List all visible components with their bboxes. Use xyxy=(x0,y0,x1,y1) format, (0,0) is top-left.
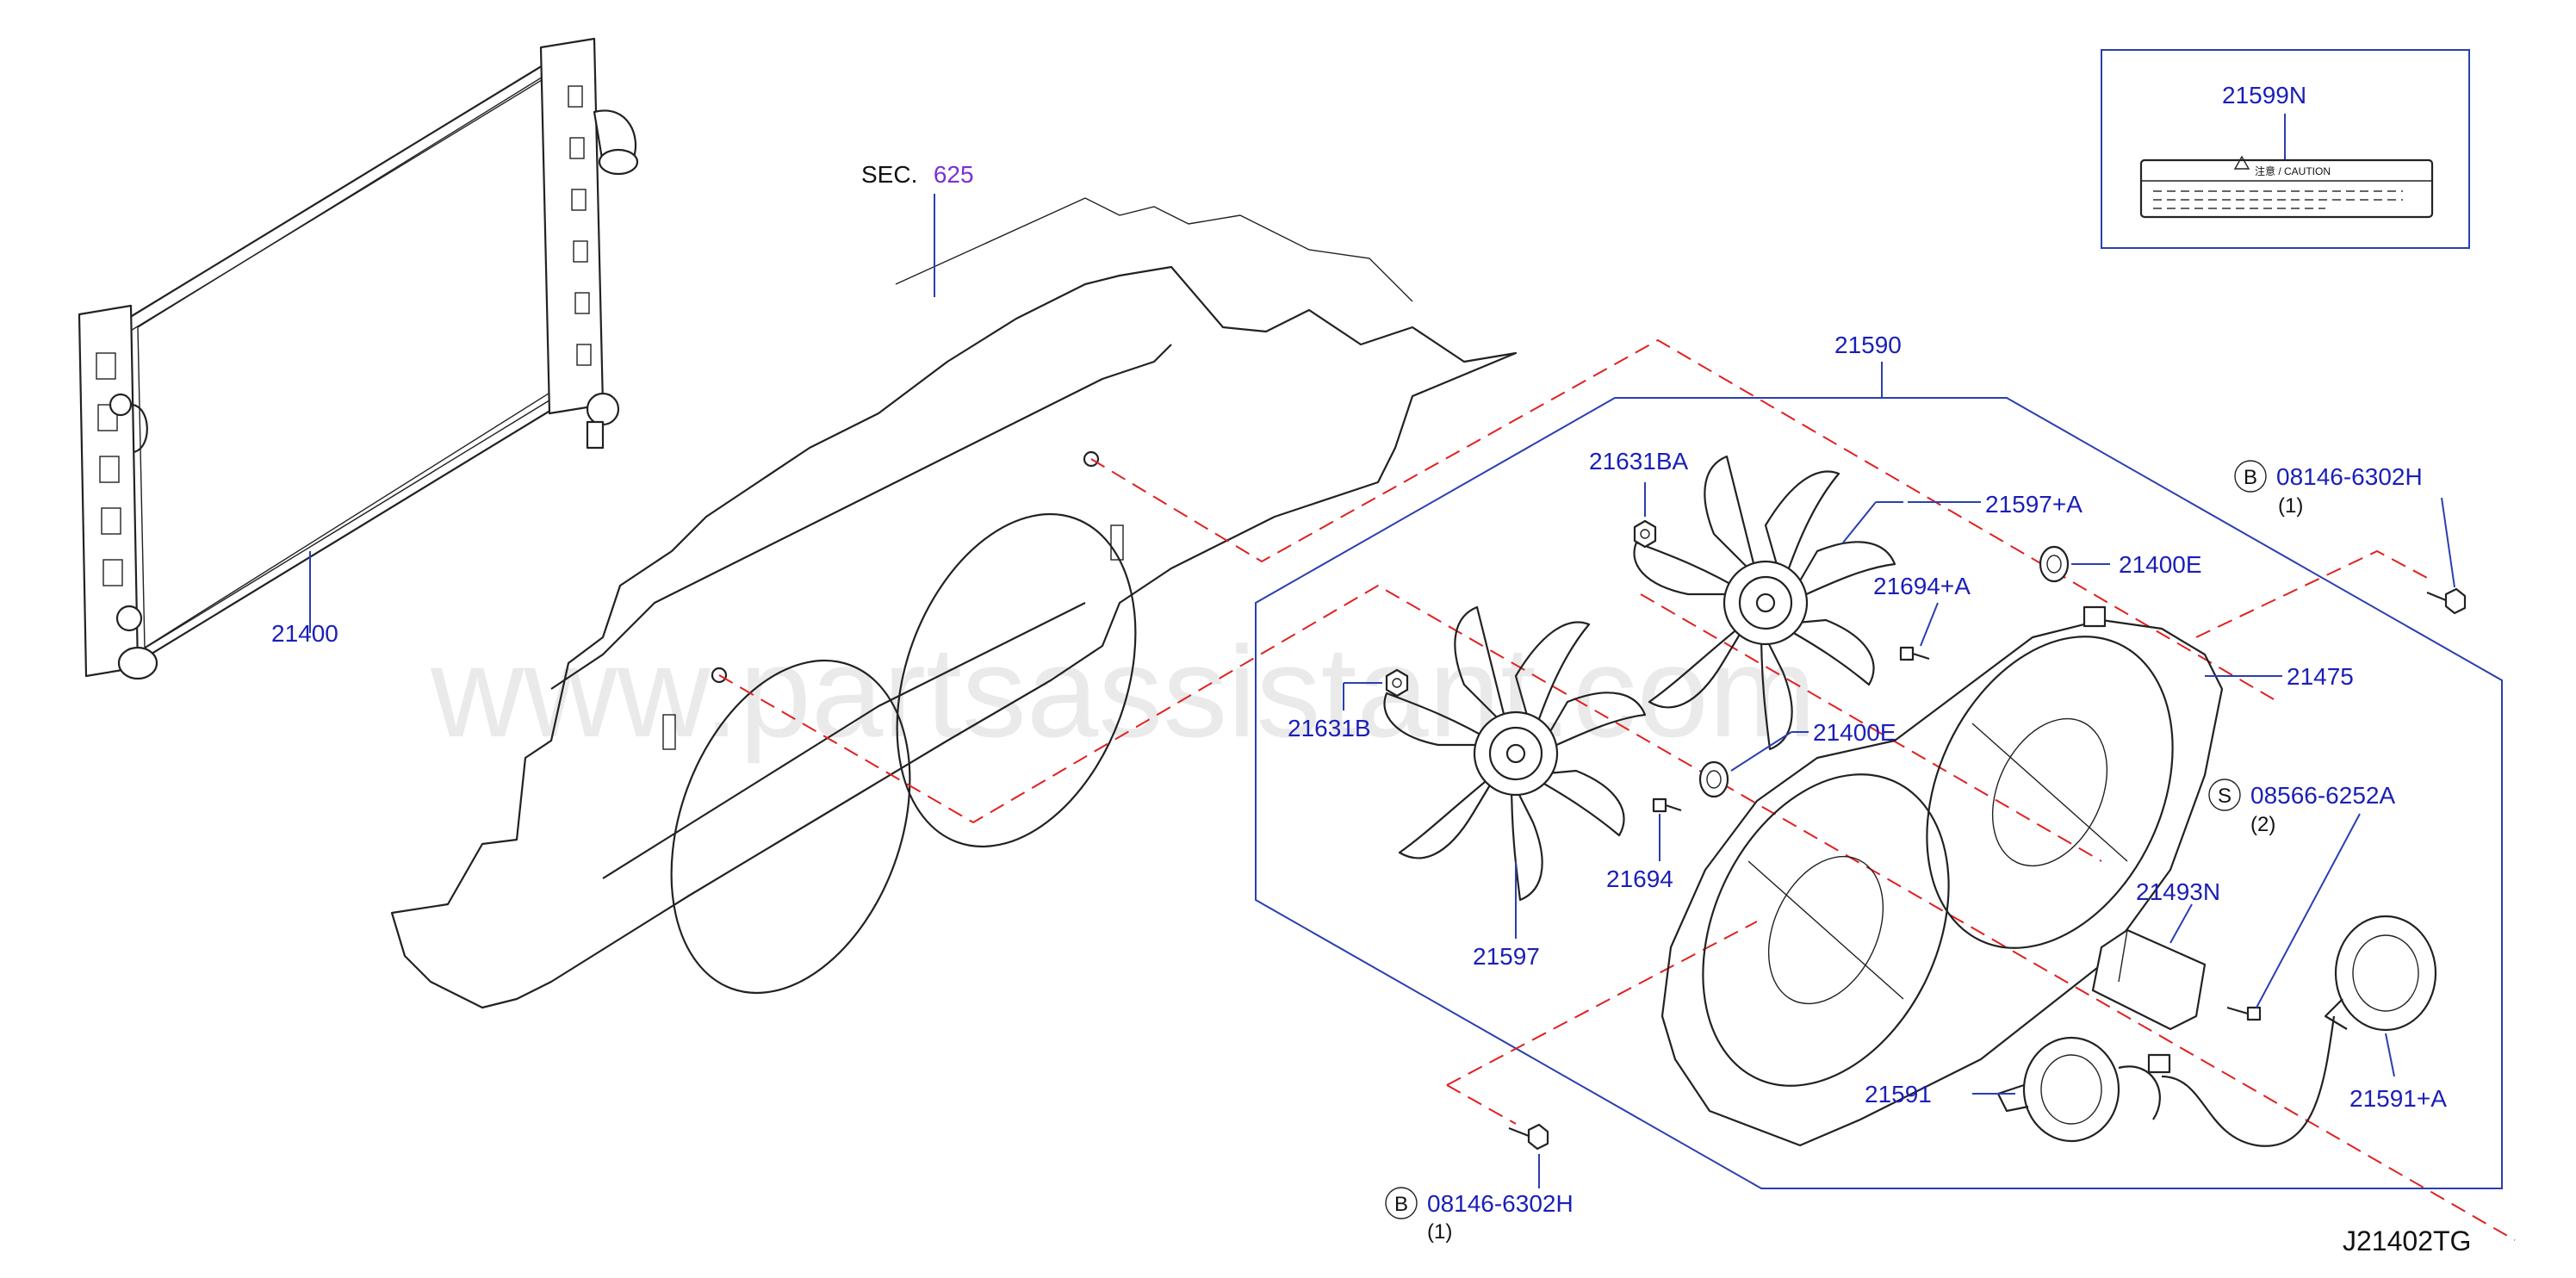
callout-08566-6252A: 08566-6252A xyxy=(2250,782,2395,809)
section-prefix: SEC. xyxy=(861,161,917,188)
callout-21590[interactable]: 21590 xyxy=(1834,332,1902,358)
fan-motor-drawing xyxy=(1996,1036,2161,1143)
radiator-core-support-drawing xyxy=(390,197,1518,1009)
callout-21493N[interactable]: 21493N xyxy=(2136,878,2220,905)
fan-assembly-frame xyxy=(1255,397,2503,1189)
screw-drawing xyxy=(2226,1006,2262,1021)
nut-lower-drawing xyxy=(1385,668,1409,698)
resistor-drawing xyxy=(2091,928,2207,1031)
callout-21694[interactable]: 21694 xyxy=(1606,865,1673,892)
fastener-badge: B xyxy=(2244,466,2257,489)
nut-upper-drawing xyxy=(1633,519,1657,549)
badge-circle xyxy=(1385,1187,1418,1219)
watermark-text: www.partsassistant.com xyxy=(430,619,1816,764)
bolt-b-upper-drawing xyxy=(2426,587,2467,615)
section-number: 625 xyxy=(934,161,974,188)
caution-label-sticker: 注意 / CAUTION xyxy=(2139,155,2434,219)
callout-21597-plus-A[interactable]: 21597+A xyxy=(1985,491,2083,518)
callout-21631BA[interactable]: 21631BA xyxy=(1589,448,1689,475)
radiator-drawing xyxy=(78,37,639,680)
callout-21631B[interactable]: 21631B xyxy=(1288,715,1371,741)
fastener-lower-b[interactable]: B 08146-6302H (1) xyxy=(1385,1187,1574,1244)
caution-label-box xyxy=(2101,49,2470,249)
fan-blade-lower-drawing xyxy=(1383,605,1647,902)
callout-21400[interactable]: 21400 xyxy=(271,620,338,647)
fastener-badge: S xyxy=(2218,785,2231,808)
bolt-lower-drawing xyxy=(1652,797,1682,813)
badge-circle xyxy=(2234,460,2267,493)
diagram-code: J21402TG xyxy=(2343,1225,2471,1256)
fastener-qty: (2) xyxy=(2250,813,2275,836)
bolt-b-lower-drawing xyxy=(1508,1123,1549,1151)
callout-21694-plus-A[interactable]: 21694+A xyxy=(1873,573,1971,599)
grommet-middle-drawing xyxy=(1698,760,1729,798)
fastener-screw-s[interactable]: S 08566-6252A (2) xyxy=(2208,779,2395,836)
caution-label-text: 注意 / CAUTION xyxy=(2255,164,2331,177)
callout-08146-6302H-lower: 08146-6302H xyxy=(1427,1190,1574,1217)
callout-08146-6302H-upper: 08146-6302H xyxy=(2276,463,2423,490)
fastener-qty: (1) xyxy=(2278,494,2303,518)
fastener-qty: (1) xyxy=(1427,1220,1452,1244)
fastener-upper-b[interactable]: B 08146-6302H (1) xyxy=(2234,460,2423,518)
fastener-badge: B xyxy=(1394,1193,1408,1216)
callout-21599N[interactable]: 21599N xyxy=(2222,82,2306,109)
callout-21475[interactable]: 21475 xyxy=(2287,663,2354,690)
callout-21400E-middle[interactable]: 21400E xyxy=(1813,719,1896,746)
warning-triangle-icon xyxy=(2233,155,2250,170)
fan-motor-a-drawing xyxy=(2147,915,2437,1147)
fan-shroud-drawing xyxy=(1660,605,2224,1147)
callout-21597[interactable]: 21597 xyxy=(1473,943,1540,970)
callout-21400E-upper[interactable]: 21400E xyxy=(2119,551,2202,578)
section-reference[interactable]: SEC. 625 xyxy=(861,161,974,188)
grommet-upper-drawing xyxy=(2039,545,2070,583)
callout-21591[interactable]: 21591 xyxy=(1865,1081,1932,1107)
callout-21591-plus-A[interactable]: 21591+A xyxy=(2349,1085,2447,1112)
badge-circle xyxy=(2208,779,2241,811)
bolt-upper-drawing xyxy=(1899,646,1930,661)
